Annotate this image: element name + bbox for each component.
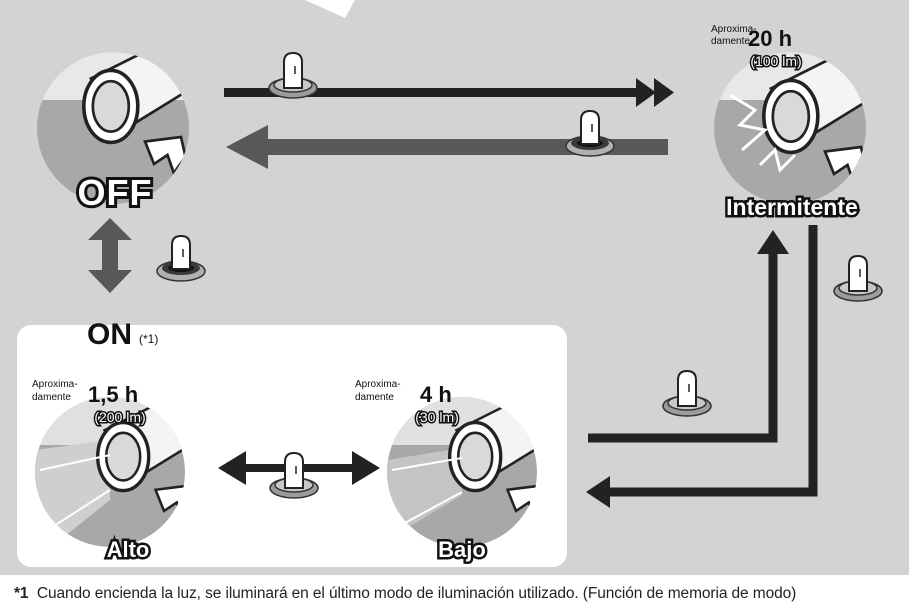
low-runtime: 4 h (420, 382, 452, 407)
low-approx-line2: damente (355, 392, 394, 403)
high-label: Alto (107, 537, 150, 562)
arrow-flash-to-on (586, 225, 818, 508)
footnote-text: Cuando encienda la luz, se iluminará en … (36, 585, 797, 602)
flash-approx-line2: damente (711, 36, 750, 47)
footnote: *1 Cuando encienda la luz, se iluminará … (14, 585, 904, 603)
on-label: ON (87, 318, 132, 351)
high-runtime: 1,5 h (88, 382, 138, 407)
flash-approx-line1: Aproxima- (711, 24, 757, 35)
top-notch (305, 0, 355, 18)
low-label: Bajo (438, 537, 486, 562)
low-approx-line1: Aproxima- (355, 379, 401, 390)
high-approx-line1: Aproxima- (32, 379, 78, 390)
arrow-off-on (88, 218, 132, 293)
high-lumen: (200 lm) (94, 409, 145, 425)
arrow-off-to-flash (224, 78, 674, 107)
off-label: OFF (78, 172, 153, 213)
flash-runtime: 20 h (748, 26, 792, 51)
high-approx-line2: damente (32, 392, 71, 403)
footer-bg (0, 575, 909, 615)
low-lumen: (30 lm) (415, 409, 459, 425)
on-note: (*1) (139, 332, 158, 346)
footnote-marker: *1 (14, 585, 29, 602)
flash-lumen: (100 lm) (750, 53, 801, 69)
flash-label: Intermitente (726, 194, 858, 220)
arrow-low-to-flash (588, 230, 789, 443)
